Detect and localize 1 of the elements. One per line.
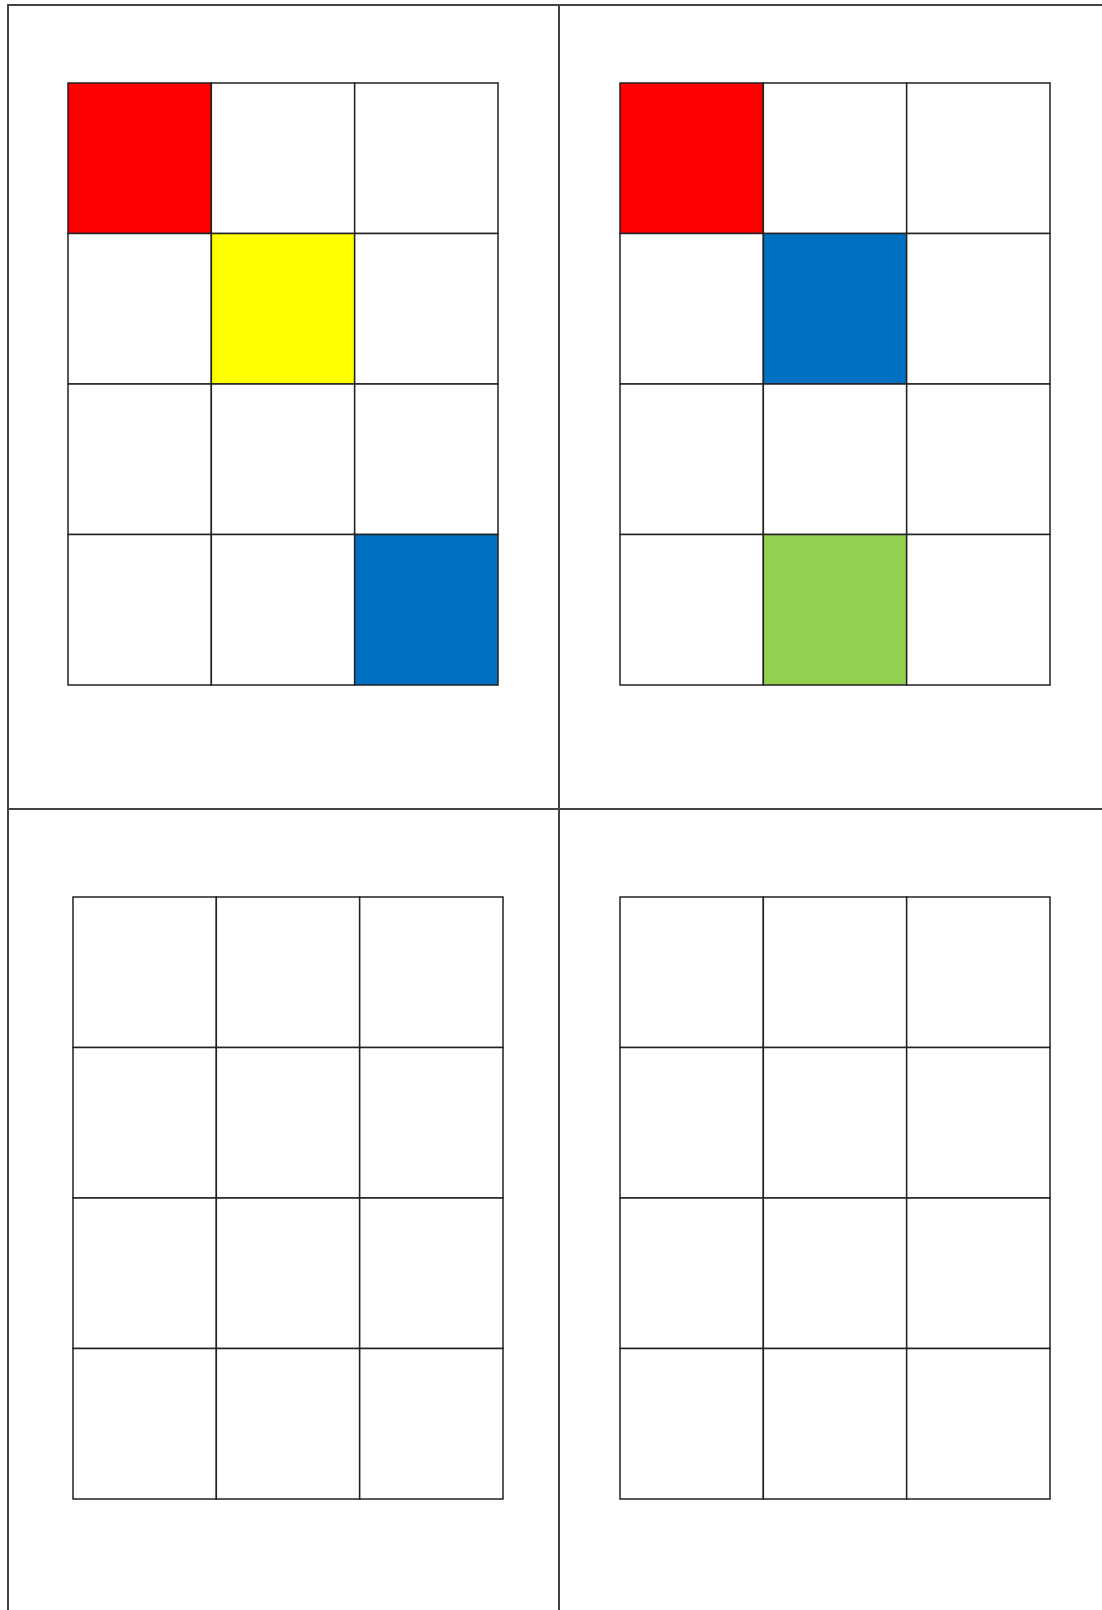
panel — [7, 4, 560, 810]
